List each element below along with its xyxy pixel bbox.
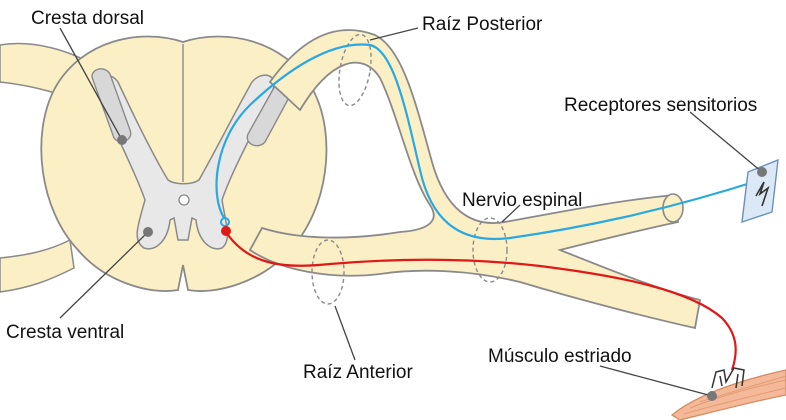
label-spinal-nerve: Nervio espinal bbox=[462, 190, 582, 211]
central-canal bbox=[179, 195, 189, 205]
pointer-muscle bbox=[707, 391, 717, 401]
label-anterior-root: Raíz Anterior bbox=[303, 362, 413, 383]
label-sensory-receptors: Receptores sensitorios bbox=[564, 95, 757, 116]
label-dorsal-crest: Cresta dorsal bbox=[31, 8, 144, 29]
pointer-ventral bbox=[143, 227, 153, 237]
label-striated-muscle: Músculo estriado bbox=[488, 346, 632, 367]
motor-neuron-body bbox=[221, 226, 231, 236]
left-ventral-root bbox=[0, 240, 74, 292]
leader-receptors bbox=[690, 112, 762, 172]
pointer-receptors bbox=[757, 167, 767, 177]
leader-anterior bbox=[335, 306, 355, 360]
pointer-dorsal bbox=[117, 135, 127, 145]
leader-muscle bbox=[600, 366, 712, 396]
leader-posterior bbox=[370, 28, 418, 40]
label-ventral-crest: Cresta ventral bbox=[6, 322, 124, 343]
label-posterior-root: Raíz Posterior bbox=[422, 14, 543, 35]
